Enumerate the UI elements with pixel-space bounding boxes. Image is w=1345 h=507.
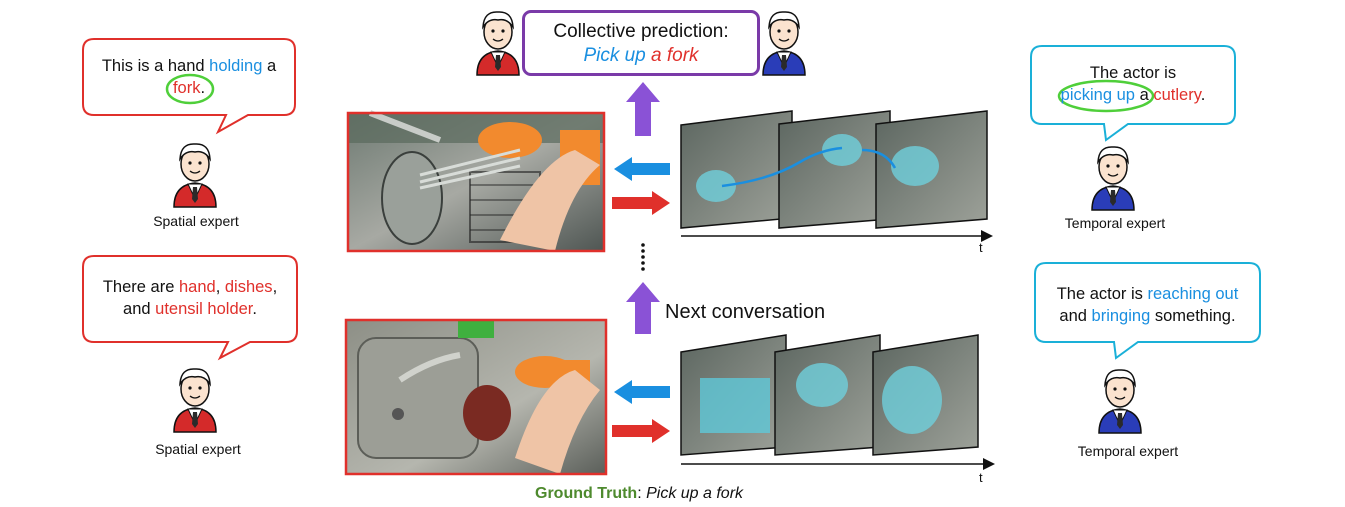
blue-arrow-bottom xyxy=(614,380,670,404)
collective-prediction-box: Collective prediction: Pick up a fork xyxy=(522,10,760,76)
temporal-frames-bottom xyxy=(680,334,995,470)
spatial-expert-label-bottom: Spatial expert xyxy=(155,441,241,457)
temporal-expert-label-top: Temporal expert xyxy=(1064,215,1166,231)
temporal-frames-top xyxy=(680,110,993,242)
collective-prediction-title: Collective prediction: xyxy=(553,21,729,42)
purple-arrow-top xyxy=(626,82,660,136)
temporal-expert-top-avatar xyxy=(1091,146,1135,211)
ellipsis-dots xyxy=(641,243,645,271)
collective-temporal-avatar xyxy=(762,11,806,76)
temporal-bubble-top xyxy=(1030,45,1236,142)
temporal-expert-label-bottom: Temporal expert xyxy=(1077,443,1179,459)
spatial-bubble-top xyxy=(82,38,296,135)
picking-up-highlight xyxy=(1057,79,1155,113)
spatial-bubble-bottom xyxy=(82,255,298,361)
temporal-expert-bottom-avatar xyxy=(1098,369,1142,434)
spatial-expert-top-avatar xyxy=(173,143,217,208)
temporal-bubble-bottom xyxy=(1034,262,1261,360)
spatial-frame-bottom xyxy=(344,318,608,476)
spatial-bubble-top-text: This is a hand holding a fork. xyxy=(101,57,277,97)
spatial-bubble-bottom-text: There are hand, dishes, and utensil hold… xyxy=(102,278,278,318)
purple-arrow-bottom xyxy=(626,282,660,334)
blue-arrow-top xyxy=(614,157,670,181)
ground-truth-value: Pick up a fork xyxy=(646,485,744,502)
temporal-bubble-bottom-text: The actor is reaching out and bringing s… xyxy=(1056,285,1239,325)
ground-truth-label: Ground Truth xyxy=(535,485,638,502)
spatial-expert-label-top: Spatial expert xyxy=(153,213,239,229)
collective-prediction-value: Pick up a fork xyxy=(583,45,699,66)
ground-truth: Ground Truth: Pick up a fork xyxy=(535,485,744,502)
spatial-frame-top xyxy=(346,110,606,253)
time-axis-label-top: t xyxy=(979,240,983,255)
time-axis-label-bottom: t xyxy=(979,470,983,485)
red-arrow-bottom xyxy=(612,419,670,443)
fork-highlight xyxy=(165,73,215,105)
collective-spatial-avatar xyxy=(476,11,520,76)
temporal-bubble-top-text: The actor is picking up a cutlery. xyxy=(1060,64,1206,104)
next-conversation-label: Next conversation xyxy=(665,301,826,323)
red-arrow-top xyxy=(612,191,670,215)
spatial-expert-bottom-avatar xyxy=(173,368,217,433)
